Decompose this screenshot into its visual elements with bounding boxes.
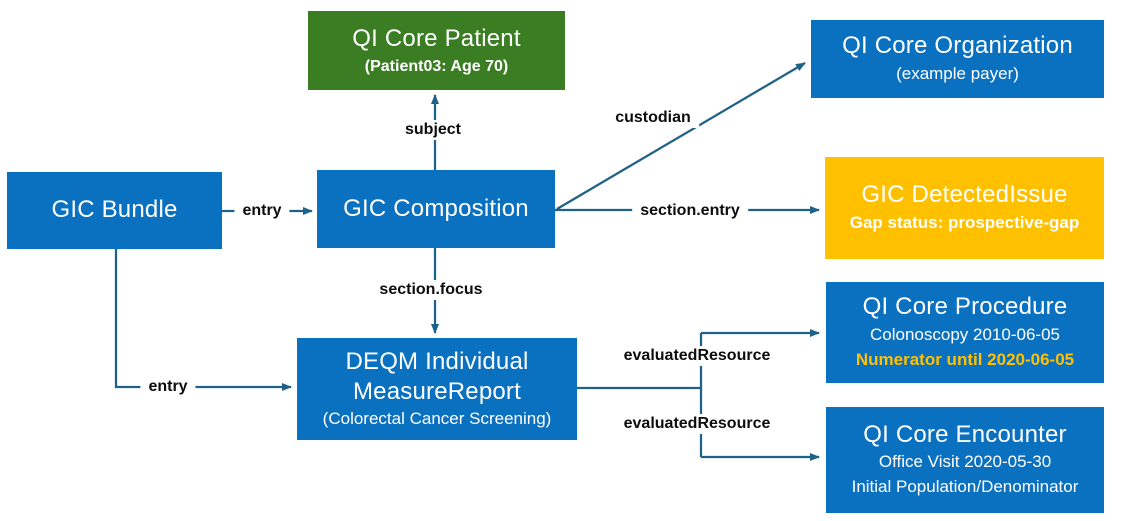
node-detail: Initial Population/Denominator [851, 477, 1079, 497]
node-title: GIC Composition [343, 194, 529, 222]
node-subtitle: (Patient03: Age 70) [364, 57, 509, 75]
node-qi-core-patient: QI Core Patient (Patient03: Age 70) [308, 11, 565, 90]
edge-label-evaluatedresource-2: evaluatedResource [615, 414, 779, 434]
node-deqm-measurereport: DEQM Individual MeasureReport (Colorecta… [297, 338, 577, 440]
node-title: QI Core Organization [842, 32, 1073, 60]
edge-label-entry-bottom: entry [140, 377, 196, 397]
edge-label-evaluatedresource-1: evaluatedResource [615, 346, 779, 366]
edge-label-entry-top: entry [234, 201, 290, 221]
edge-label-custodian: custodian [607, 108, 699, 128]
node-title: QI Core Procedure [862, 293, 1068, 321]
node-gic-bundle: GIC Bundle [7, 172, 222, 249]
node-detail: Colonoscopy 2010-06-05 [870, 324, 1060, 344]
node-gic-detectedissue: GIC DetectedIssue Gap status: prospectiv… [825, 157, 1104, 259]
node-title: QI Core Patient [352, 25, 521, 52]
edge-label-section-focus: section.focus [371, 280, 491, 300]
node-title: DEQM Individual MeasureReport [345, 348, 529, 405]
node-title: GIC DetectedIssue [861, 181, 1068, 209]
node-highlight-detail: Numerator until 2020-06-05 [855, 349, 1075, 369]
node-qi-core-encounter: QI Core Encounter Office Visit 2020-05-3… [826, 407, 1104, 513]
node-qi-core-procedure: QI Core Procedure Colonoscopy 2010-06-05… [826, 282, 1104, 383]
node-subtitle: Gap status: prospective-gap [849, 212, 1080, 232]
node-qi-core-organization: QI Core Organization (example payer) [811, 20, 1104, 98]
node-title: QI Core Encounter [863, 420, 1067, 448]
connector-composition-custodian-organization [556, 62, 806, 210]
node-title: GIC Bundle [51, 196, 178, 224]
node-detail: Office Visit 2020-05-30 [878, 452, 1052, 472]
node-gic-composition: GIC Composition [317, 170, 555, 248]
edge-label-subject: subject [396, 120, 470, 140]
edge-label-section-entry: section.entry [632, 201, 748, 221]
node-subtitle: (example payer) [896, 63, 1019, 83]
connector-bundle-entry-measurereport [114, 249, 292, 391]
node-subtitle: (Colorectal Cancer Screening) [322, 408, 552, 428]
